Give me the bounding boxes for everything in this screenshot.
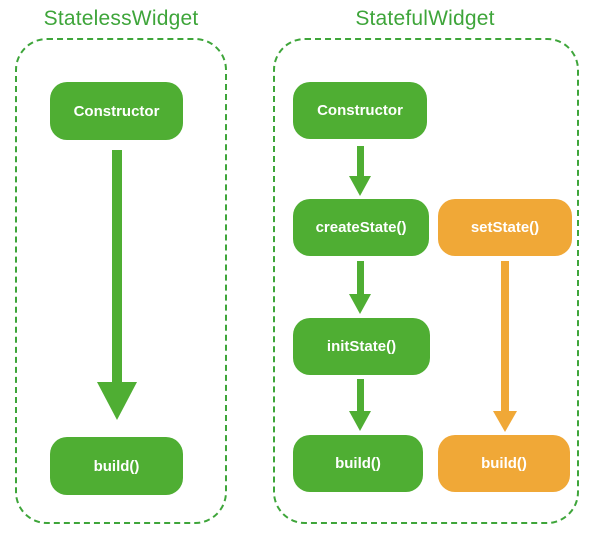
arrow-head-icon	[493, 411, 517, 432]
node-stateless-build: build()	[50, 437, 183, 495]
arrow-shaft	[356, 379, 364, 411]
node-create-state: createState()	[293, 199, 429, 256]
arrow-constructor-to-create-state	[349, 146, 371, 196]
node-stateful-build: build()	[293, 435, 423, 492]
arrow-head-icon	[97, 382, 137, 420]
node-set-state: setState()	[438, 199, 572, 256]
stateful-widget-panel	[273, 38, 579, 524]
arrow-head-icon	[349, 294, 371, 314]
arrow-set-state-to-build	[493, 261, 517, 432]
arrow-head-icon	[349, 176, 371, 196]
arrow-create-state-to-init-state	[349, 261, 371, 314]
arrow-shaft	[356, 261, 364, 294]
node-stateful-constructor: Constructor	[293, 82, 427, 139]
arrow-shaft	[356, 146, 364, 176]
node-build-from-set-state: build()	[438, 435, 570, 492]
arrow-init-state-to-build	[349, 379, 371, 431]
stateful-widget-title: StatefulWidget	[355, 7, 495, 30]
stateless-widget-title: StatelessWidget	[43, 7, 199, 30]
node-stateless-constructor: Constructor	[50, 82, 183, 140]
node-init-state: initState()	[293, 318, 430, 375]
stateless-widget-panel	[15, 38, 227, 524]
arrow-shaft	[112, 150, 122, 382]
arrow-head-icon	[349, 411, 371, 431]
arrow-shaft	[501, 261, 509, 411]
arrow-stateless-constructor-to-build	[97, 150, 137, 420]
